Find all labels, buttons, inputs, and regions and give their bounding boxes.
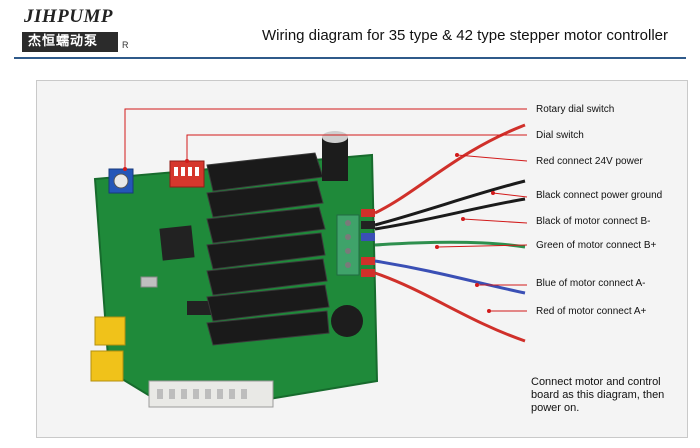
- label-blue-a-minus: Blue of motor connect A-: [536, 278, 646, 289]
- controller-board-illustration: [37, 81, 687, 437]
- header-divider: [14, 57, 686, 59]
- label-dial-switch: Dial switch: [536, 130, 584, 141]
- ferrule-red-2: [361, 269, 375, 277]
- callout-leaders: [124, 108, 528, 312]
- wire-red-motor: [374, 271, 526, 343]
- ferrule-red-1: [361, 257, 375, 265]
- label-rotary-dial-switch: Rotary dial switch: [536, 104, 615, 115]
- wire-blue-motor: [374, 259, 526, 295]
- wire-black-motor: [374, 197, 526, 231]
- page-title: Wiring diagram for 35 type & 42 type ste…: [262, 27, 669, 44]
- registered-mark: R: [122, 40, 129, 50]
- label-red-24v: Red connect 24V power: [536, 156, 643, 167]
- label-black-ground: Black connect power ground: [536, 190, 663, 201]
- header: JIHPUMP 杰恒蠕动泵 R Wiring diagram for 35 ty…: [0, 0, 700, 60]
- ferrule-red-top: [361, 209, 375, 217]
- relay-1: [94, 316, 126, 346]
- label-black-b-minus: Black of motor connect B-: [536, 216, 651, 227]
- wire-black-ground: [374, 179, 526, 227]
- wiring-photo-frame: [36, 80, 688, 438]
- terminal-block: [336, 214, 360, 276]
- label-red-a-plus: Red of motor connect A+: [536, 306, 647, 317]
- microcontroller-chip: [159, 225, 195, 261]
- ferrule-black: [361, 221, 375, 229]
- logo-chinese-name: 杰恒蠕动泵: [22, 32, 118, 52]
- label-green-b-plus: Green of motor connect B+: [536, 240, 657, 251]
- logo-wordmark: JIHPUMP: [24, 6, 113, 27]
- brand-logo: JIHPUMP 杰恒蠕动泵 R: [22, 6, 132, 54]
- relay-2: [90, 350, 124, 382]
- crystal: [140, 276, 158, 288]
- heatsink: [206, 152, 330, 346]
- ferrule-blue: [361, 233, 375, 241]
- buzzer: [331, 305, 363, 337]
- instruction-note: Connect motor and control board as this …: [531, 376, 665, 414]
